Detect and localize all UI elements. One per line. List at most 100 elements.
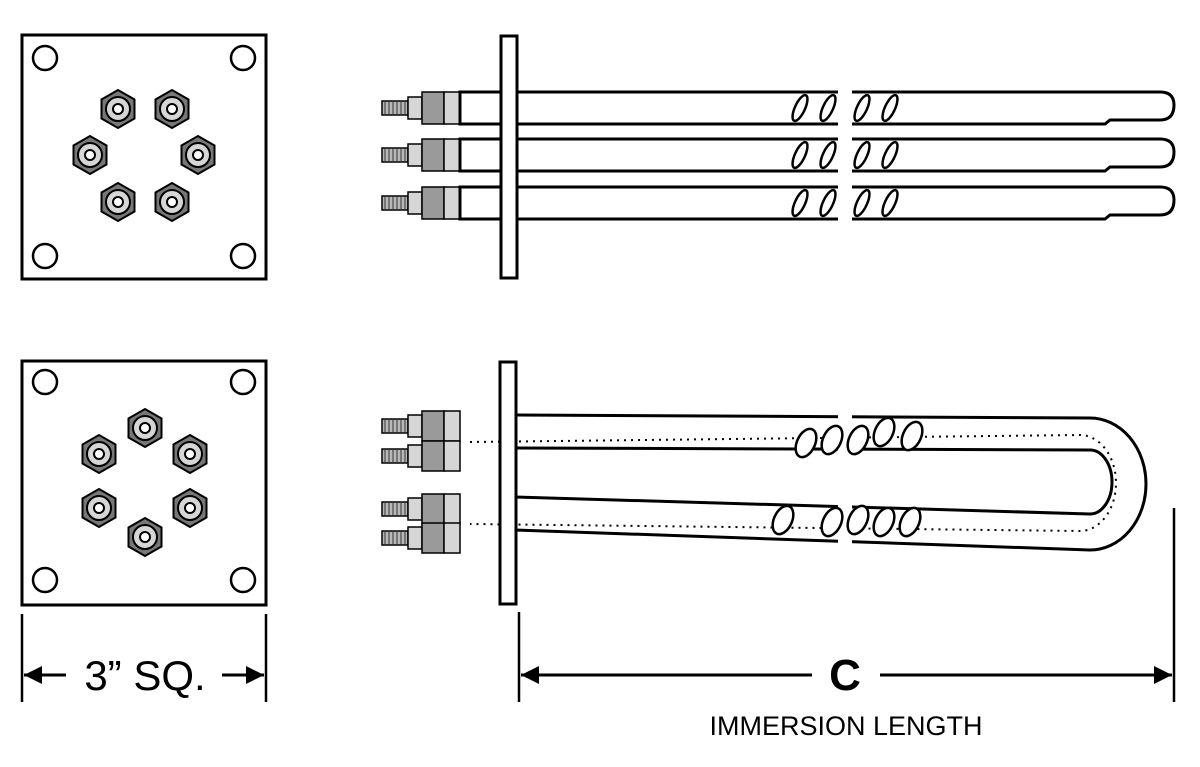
mounting-hole	[229, 242, 257, 270]
dimension-immersion-length	[517, 508, 1176, 702]
break-gap	[838, 185, 852, 221]
hex-nut	[407, 191, 423, 215]
terminal-nut-group	[72, 88, 216, 223]
terminal	[381, 410, 461, 442]
nut-stud-end	[166, 196, 178, 208]
mounting-hole	[229, 44, 257, 72]
terminal-fitting	[443, 522, 461, 554]
threaded-stud	[381, 195, 409, 211]
straight-element	[381, 90, 1176, 126]
flange-plate	[20, 33, 268, 281]
hairpin-outer-edge	[514, 413, 1148, 552]
element-sheath	[458, 90, 1176, 126]
flange-plate-side	[499, 34, 519, 280]
terminal-nut	[81, 433, 117, 475]
top-side-view	[381, 34, 1176, 280]
terminal-fitting	[443, 410, 461, 442]
dimension-flange-width	[20, 614, 268, 702]
break-mark	[820, 424, 844, 456]
terminal-nut	[100, 181, 136, 223]
bottom-side-view	[381, 360, 1148, 606]
hex-nut	[407, 143, 423, 167]
break-mark	[872, 416, 896, 448]
terminal-nut	[72, 134, 108, 176]
nut-stud-end	[93, 448, 105, 460]
break-gap	[838, 137, 852, 173]
terminal-nut	[172, 433, 208, 475]
terminal-fitting	[443, 138, 461, 172]
break-mark	[881, 93, 899, 123]
hex-nut	[407, 96, 423, 120]
straight-element	[381, 137, 1176, 173]
mounting-hole	[31, 566, 59, 594]
straight-element	[381, 185, 1176, 221]
threaded-stud	[381, 418, 409, 434]
nut-stud-end	[184, 448, 196, 460]
hairpin-centerline	[469, 433, 1117, 533]
flange-plate	[20, 359, 268, 607]
mounting-hole	[229, 368, 257, 396]
break-mark	[853, 188, 871, 218]
mounting-hole	[31, 368, 59, 396]
immersion-length-label: IMMERSION LENGTH	[709, 711, 983, 741]
break-mark	[791, 188, 809, 218]
top-flange-end-view	[20, 33, 268, 281]
terminal	[381, 186, 461, 220]
break-mark	[791, 140, 809, 170]
nut-stud-end	[112, 103, 124, 115]
mounting-hole	[31, 44, 59, 72]
flange-size-label: 3” SQ.	[84, 652, 206, 699]
nut-stud-end	[93, 502, 105, 514]
threaded-stud	[381, 147, 409, 163]
terminal	[381, 440, 461, 472]
threaded-stud	[381, 501, 409, 517]
terminal-nut-group	[81, 407, 208, 558]
break-mark	[846, 504, 870, 536]
terminal-nut	[127, 407, 163, 449]
break-mark	[898, 506, 922, 538]
nut-stud-end	[139, 531, 151, 543]
terminal-nut	[154, 181, 190, 223]
element-sheath	[458, 185, 1176, 221]
break-mark	[846, 424, 870, 456]
terminal-nut-side	[421, 410, 445, 442]
threaded-stud	[381, 448, 409, 464]
dimension-letter-label: C	[829, 651, 861, 700]
terminal-fitting	[443, 493, 461, 525]
terminal-nut	[172, 487, 208, 529]
flange-plate-side	[498, 360, 518, 606]
nut-stud-end	[166, 103, 178, 115]
terminal	[381, 522, 461, 554]
hex-nut	[407, 497, 423, 521]
terminal-stack	[381, 410, 461, 554]
terminal	[381, 493, 461, 525]
terminal-nut-side	[421, 186, 445, 220]
threaded-stud	[381, 100, 409, 116]
break-mark	[881, 188, 899, 218]
break-mark	[819, 188, 837, 218]
nut-stud-end	[112, 196, 124, 208]
element-sheath	[458, 137, 1176, 173]
break-mark	[881, 140, 899, 170]
break-mark	[900, 420, 924, 452]
terminal-nut	[100, 88, 136, 130]
terminal-fitting	[443, 440, 461, 472]
terminal	[381, 91, 461, 125]
hairpin-element	[469, 405, 1148, 555]
terminal-nut-side	[421, 440, 445, 472]
hairpin-inner-edge	[514, 446, 1114, 516]
terminal-nut-side	[421, 493, 445, 525]
terminal-nut-side	[421, 91, 445, 125]
terminal-nut-side	[421, 522, 445, 554]
terminal-nut	[127, 516, 163, 558]
heating-elements-straight	[381, 90, 1176, 221]
hex-nut	[407, 526, 423, 550]
break-mark	[853, 140, 871, 170]
break-mark	[819, 140, 837, 170]
break-mark	[820, 506, 844, 538]
hex-nut	[407, 414, 423, 438]
terminal-nut	[81, 487, 117, 529]
break-mark	[819, 93, 837, 123]
nut-stud-end	[84, 149, 96, 161]
